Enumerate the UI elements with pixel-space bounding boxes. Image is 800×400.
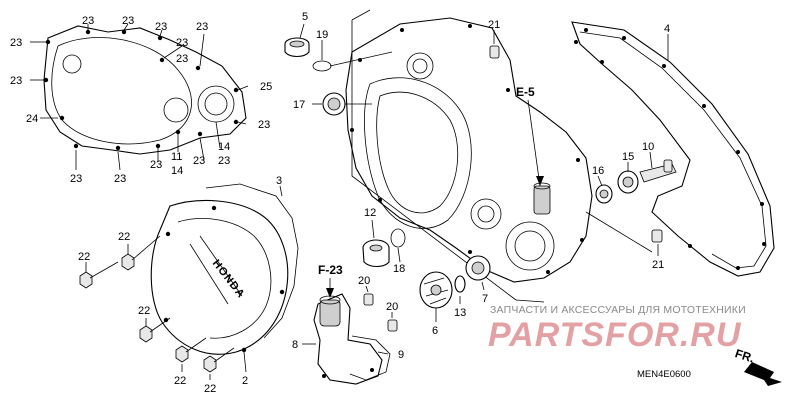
part-20-dowel-b xyxy=(387,312,398,332)
bolts-22 xyxy=(79,235,235,380)
callout-11: 11 xyxy=(171,151,182,163)
part-20-dowel-a xyxy=(363,285,374,306)
part-18-oring xyxy=(390,228,406,263)
callout-23-a: 23 xyxy=(82,15,94,27)
callout-8: 8 xyxy=(292,339,298,351)
gasket-4 xyxy=(571,21,775,277)
callout-22-a: 22 xyxy=(118,231,130,243)
front-label: FR. xyxy=(733,346,756,365)
bolt-22-a xyxy=(121,235,161,271)
callout-22-b: 22 xyxy=(78,251,90,263)
watermark-logo: PARTSFOR.RU xyxy=(488,316,742,354)
callout-23-m: 23 xyxy=(70,173,82,185)
phantom-frame xyxy=(351,9,653,303)
part-12-plug xyxy=(362,219,390,268)
callout-15: 15 xyxy=(622,151,634,163)
part-9-gasket xyxy=(349,335,391,381)
callout-3: 3 xyxy=(276,175,282,187)
ref-e5-label: E-5 xyxy=(516,85,535,99)
callout-4: 4 xyxy=(664,23,670,35)
callout-5: 5 xyxy=(302,11,308,23)
part-8-pump-body xyxy=(302,293,383,385)
bolt-22-b xyxy=(79,261,119,289)
callout-2: 2 xyxy=(242,375,248,387)
callout-22-e: 22 xyxy=(204,383,216,395)
callout-14-a: 14 xyxy=(218,141,230,153)
front-arrow xyxy=(744,362,782,386)
callout-23-j: 23 xyxy=(218,155,230,167)
callout-23-b: 23 xyxy=(122,15,134,27)
part-17-seal xyxy=(312,92,372,116)
callout-23-i: 23 xyxy=(258,119,270,131)
part-3-cover-gasket xyxy=(205,183,299,339)
callout-10: 10 xyxy=(642,141,654,153)
callout-18: 18 xyxy=(393,263,405,275)
part-16-seal xyxy=(595,175,613,204)
part-2-clutch-cover: HONDA xyxy=(150,199,289,373)
part-6-impeller xyxy=(419,271,453,322)
part-21-dowel-top xyxy=(489,30,500,59)
gasket-leaders xyxy=(30,23,249,171)
callout-17: 17 xyxy=(293,99,305,111)
part-13-washer xyxy=(454,275,466,304)
callout-23-d: 23 xyxy=(196,21,208,33)
callout-20-b: 20 xyxy=(386,301,398,313)
callout-24: 24 xyxy=(26,113,38,125)
callout-9: 9 xyxy=(398,349,404,361)
callout-23-f: 23 xyxy=(176,53,188,65)
diagram-code: MEN4E0600 xyxy=(637,369,691,380)
callout-23-e: 23 xyxy=(176,37,188,49)
part-19-oring xyxy=(312,40,393,72)
callout-25: 25 xyxy=(260,81,272,93)
part-5-cap xyxy=(284,23,310,58)
callout-13: 13 xyxy=(454,307,466,319)
gasket-24 xyxy=(43,25,247,155)
callout-21-b: 21 xyxy=(652,259,664,271)
part-10-shaft xyxy=(639,151,677,183)
callout-23-c: 23 xyxy=(155,21,167,33)
callout-23-l: 23 xyxy=(150,159,162,171)
ref-f23-label: F-23 xyxy=(318,263,343,277)
ref-e5-arrow xyxy=(527,99,544,187)
bolt-22-d xyxy=(175,337,207,372)
callout-14-b: 14 xyxy=(171,165,183,177)
callout-21-a: 21 xyxy=(488,19,500,31)
callout-23-n: 23 xyxy=(114,173,126,185)
callout-20-a: 20 xyxy=(358,275,370,287)
callout-labels: 23 23 23 23 23 23 23 23 24 25 23 14 23 2… xyxy=(10,11,756,395)
callout-12: 12 xyxy=(364,207,376,219)
watermark-caption: ЗАПЧАСТИ И АКСЕССУАРЫ ДЛЯ МОТОТЕХНИКИ xyxy=(490,304,746,316)
callout-23-g: 23 xyxy=(10,37,22,49)
callout-19: 19 xyxy=(316,29,328,41)
callout-7: 7 xyxy=(482,293,488,305)
part-21-dowel-bottom xyxy=(651,229,663,256)
callout-16: 16 xyxy=(592,165,604,177)
bolt-22-c xyxy=(139,317,171,343)
callout-6: 6 xyxy=(432,325,438,337)
callout-23-h: 23 xyxy=(10,75,22,87)
callout-22-d: 22 xyxy=(174,375,186,387)
part-7-seal xyxy=(465,255,491,291)
part-15-bearing xyxy=(617,162,639,194)
ref-f23-arrow xyxy=(326,278,334,298)
callout-22-c: 22 xyxy=(138,305,150,317)
bolt-22-e xyxy=(203,347,235,380)
callout-23-k: 23 xyxy=(193,155,205,167)
